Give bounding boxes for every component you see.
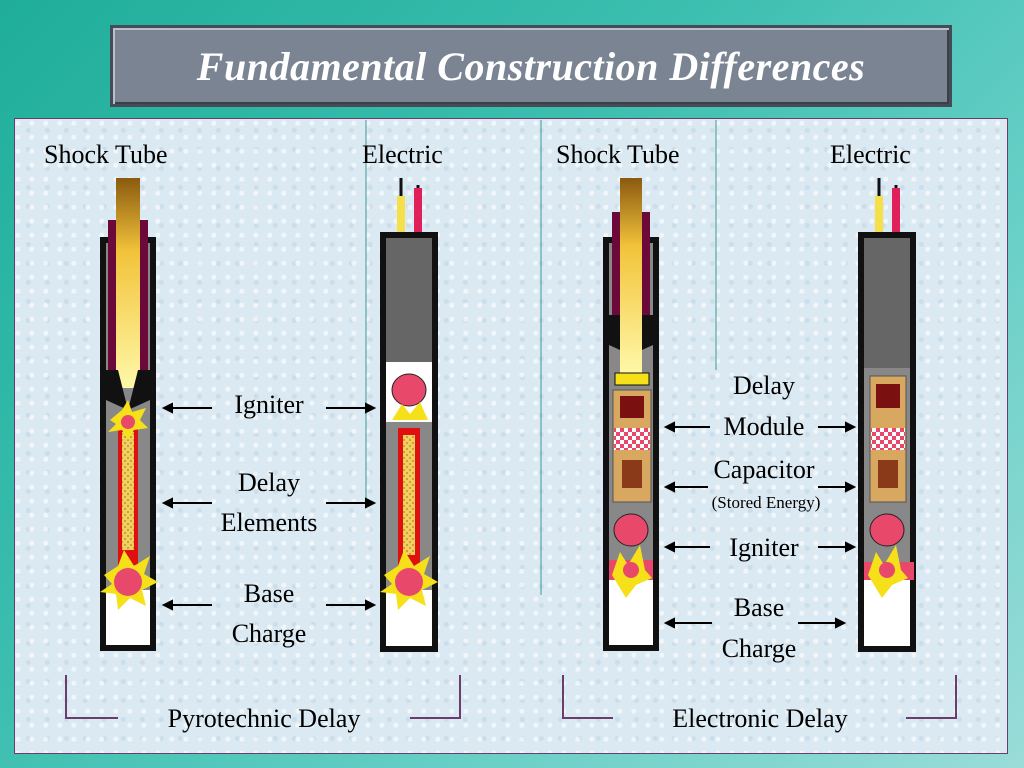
pyrotechnic-delay-caption: Pyrotechnic Delay xyxy=(167,704,361,733)
electronic-base-charge-line1: Base xyxy=(733,593,785,622)
electric-pyro-detonator xyxy=(380,178,438,652)
electronic-arrows xyxy=(663,421,857,629)
base-charge-label-line2: Charge xyxy=(231,619,307,648)
delay-elements-label-line2: Elements xyxy=(220,508,318,537)
page-title: Fundamental Construction Differences xyxy=(196,43,866,89)
shock-tube-pyro-detonator xyxy=(100,178,158,651)
column-heading-shock-tube-electronic: Shock Tube xyxy=(556,140,680,169)
electronic-igniter-label: Igniter xyxy=(729,533,799,562)
column-heading-electric-pyro: Electric xyxy=(362,140,443,169)
diagram-panel xyxy=(14,118,1008,754)
electronic-delay-caption: Electronic Delay xyxy=(672,704,848,733)
electric-electronic-detonator xyxy=(858,178,916,652)
capacitor-note: (Stored Energy) xyxy=(711,493,821,512)
pyro-arrows xyxy=(161,402,377,611)
electronic-base-charge-line2: Charge xyxy=(721,634,797,663)
delay-module-label-line1: Delay xyxy=(732,371,796,400)
column-heading-electric-electronic: Electric xyxy=(830,140,911,169)
column-heading-shock-tube-pyro: Shock Tube xyxy=(44,140,168,169)
igniter-label: Igniter xyxy=(234,390,304,419)
base-charge-label-line1: Base xyxy=(243,579,295,608)
grouping-brackets xyxy=(65,675,957,719)
capacitor-label: Capacitor xyxy=(713,455,815,484)
delay-elements-label-line1: Delay xyxy=(237,468,301,497)
title-banner: Fundamental Construction Differences xyxy=(110,25,952,107)
delay-module-label-line2: Module xyxy=(723,412,805,441)
shock-tube-electronic-detonator xyxy=(603,178,659,651)
